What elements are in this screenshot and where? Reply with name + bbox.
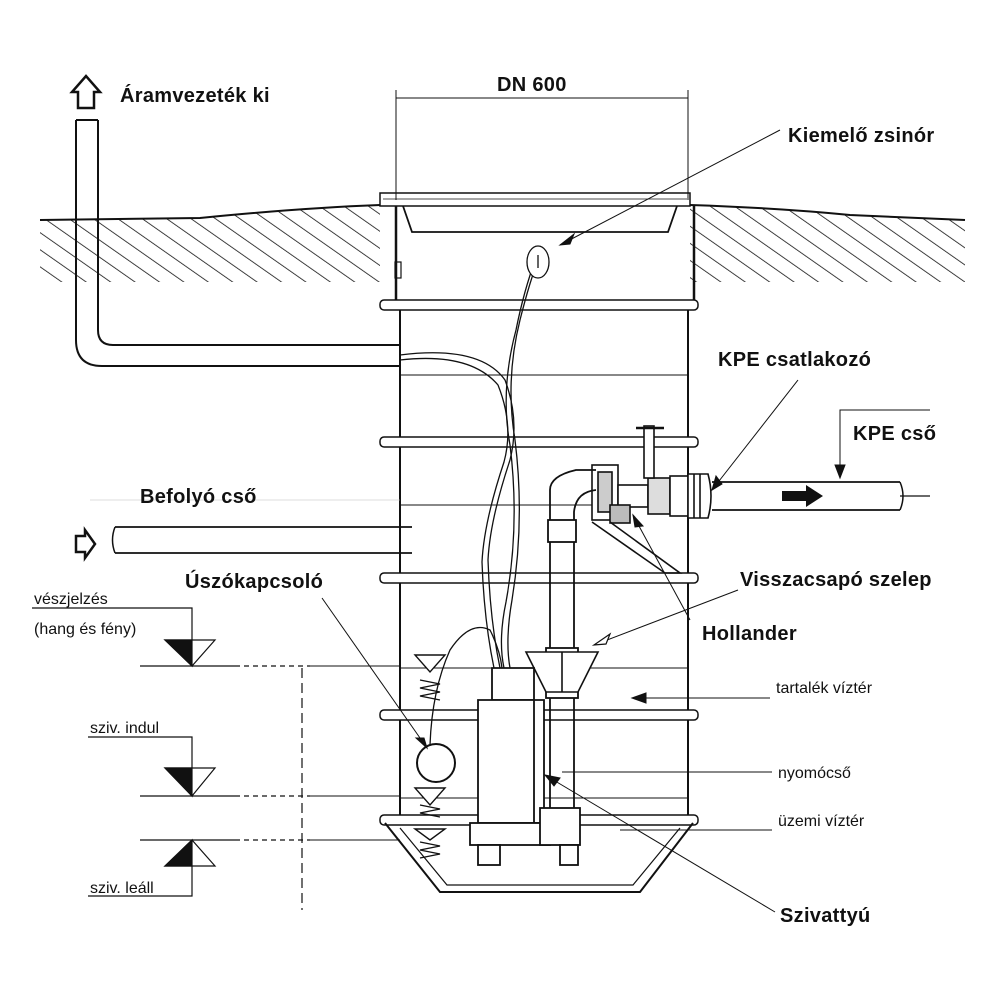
pump-label: Szivattyú (780, 905, 871, 927)
lift-cord-label: Kiemelő zsinór (788, 125, 934, 147)
pump-start-label: sziv. indul (90, 720, 159, 737)
pump (469, 667, 581, 866)
check-valve (524, 651, 600, 693)
shaft-ribs (379, 299, 699, 826)
dn-dimension (395, 90, 689, 200)
operating-water-label: üzemi víztér (778, 813, 865, 830)
labels: DN 600 Áramvezeték ki Kiemelő zsinór KPE… (34, 74, 936, 927)
pressure-pipe (545, 469, 597, 820)
pump-stop-label: sziv. leáll (90, 880, 154, 897)
kpe-pipe (712, 481, 930, 511)
power-out-label: Áramvezeték ki (120, 84, 270, 107)
float-switch (416, 743, 456, 783)
level-indicators-shaft (412, 654, 448, 859)
kpe-connector-label: KPE csatlakozó (718, 349, 871, 371)
inflow-arrow-icon (74, 526, 97, 562)
reserve-water-label: tartalék víztér (776, 680, 873, 697)
inflow-pipe (90, 499, 412, 554)
cables (399, 245, 550, 746)
shaft-body (379, 192, 699, 893)
inflow-pipe-label: Befolyó cső (140, 486, 257, 508)
ground-hatching (39, 204, 966, 282)
check-valve-label: Visszacsapó szelep (740, 569, 932, 591)
pressure-pipe-label: nyomócső (778, 765, 851, 782)
leader-lines (321, 129, 930, 913)
level-markers (32, 607, 400, 910)
dn-600-label: DN 600 (497, 74, 567, 96)
kpe-pipe-label: KPE cső (853, 423, 936, 445)
power-cable-conduit (75, 119, 400, 367)
alarm-label: vészjelzés (34, 591, 108, 608)
float-switch-label: Úszókapcsoló (185, 569, 323, 593)
kpe-connector-assembly (591, 425, 712, 574)
up-arrow-icon (69, 74, 103, 110)
hollander-label: Hollander (702, 623, 797, 645)
flow-arrow-icon (782, 485, 823, 507)
alarm-sub-label: (hang és fény) (34, 621, 136, 638)
